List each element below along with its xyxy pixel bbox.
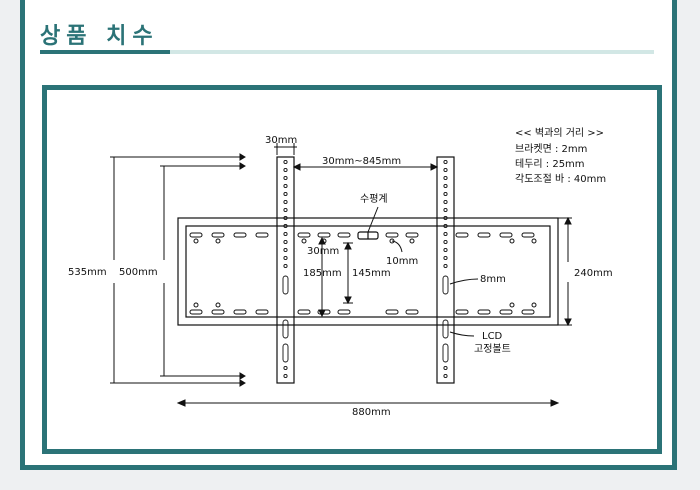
label-width-880: 880mm	[352, 407, 391, 418]
label-height-145: 145mm	[352, 268, 391, 279]
label-spirit-level: 수평계	[360, 193, 388, 205]
horizontal-bracket	[177, 217, 559, 326]
label-lcd: LCD	[482, 331, 503, 342]
label-rail-width: 30mm	[265, 135, 297, 146]
label-rail-spacing: 30mm~845mm	[322, 156, 401, 167]
label-slot-8: 8mm	[480, 274, 506, 285]
dimension-lines	[110, 143, 572, 407]
title-underline-accent	[40, 50, 170, 54]
spec-heading: << 벽과의 거리 >>	[515, 127, 604, 139]
spec-bezel: 테두리 : 25mm	[515, 158, 585, 170]
title-underline	[40, 50, 654, 54]
spec-angle-bar: 각도조절 바 : 40mm	[515, 172, 606, 185]
left-vertical-rail	[276, 156, 295, 384]
spec-bracket: 브라켓면 : 2mm	[515, 143, 587, 155]
label-height-500: 500mm	[119, 267, 158, 278]
label-height-185: 185mm	[303, 268, 342, 279]
label-slot-30: 30mm	[307, 246, 339, 257]
right-vertical-rail	[436, 156, 455, 384]
wall-distance-spec: << 벽과의 거리 >> 브라켓면 : 2mm 테두리 : 25mm 각도조절 …	[515, 127, 606, 185]
label-lcd-bolt: 고정볼트	[474, 343, 511, 355]
dimension-labels: 30mm 30mm~845mm 수평계 30mm 10mm 535mm 500m…	[68, 135, 613, 418]
label-slot-10: 10mm	[386, 256, 418, 267]
label-height-240: 240mm	[574, 268, 613, 279]
label-height-535: 535mm	[68, 267, 107, 278]
diagram-frame	[42, 85, 662, 454]
section-title: 상품 치수	[40, 24, 159, 49]
